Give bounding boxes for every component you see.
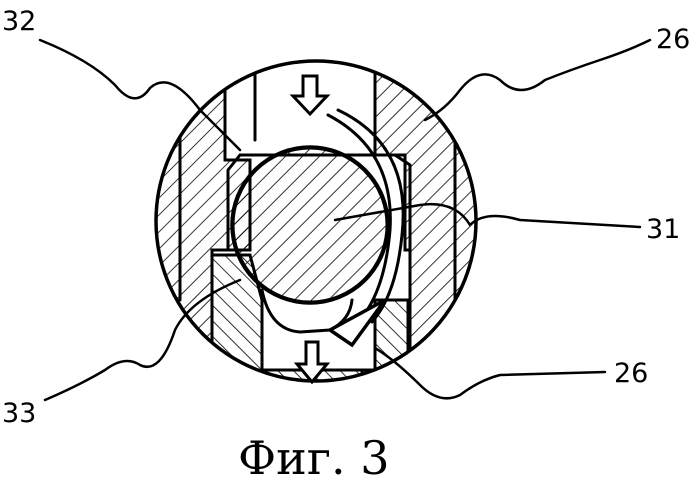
label-32: 32 — [2, 6, 36, 37]
label-31: 31 — [646, 214, 680, 245]
leader-26-top — [425, 40, 650, 120]
label-26-bottom: 26 — [614, 358, 648, 389]
label-26-top: 26 — [656, 24, 690, 55]
leader-26-bottom — [375, 348, 605, 398]
ball-31 — [232, 147, 388, 303]
label-33: 33 — [2, 398, 36, 429]
arrow-down-top-icon — [293, 76, 327, 114]
figure-caption: Фиг. 3 — [238, 431, 389, 485]
